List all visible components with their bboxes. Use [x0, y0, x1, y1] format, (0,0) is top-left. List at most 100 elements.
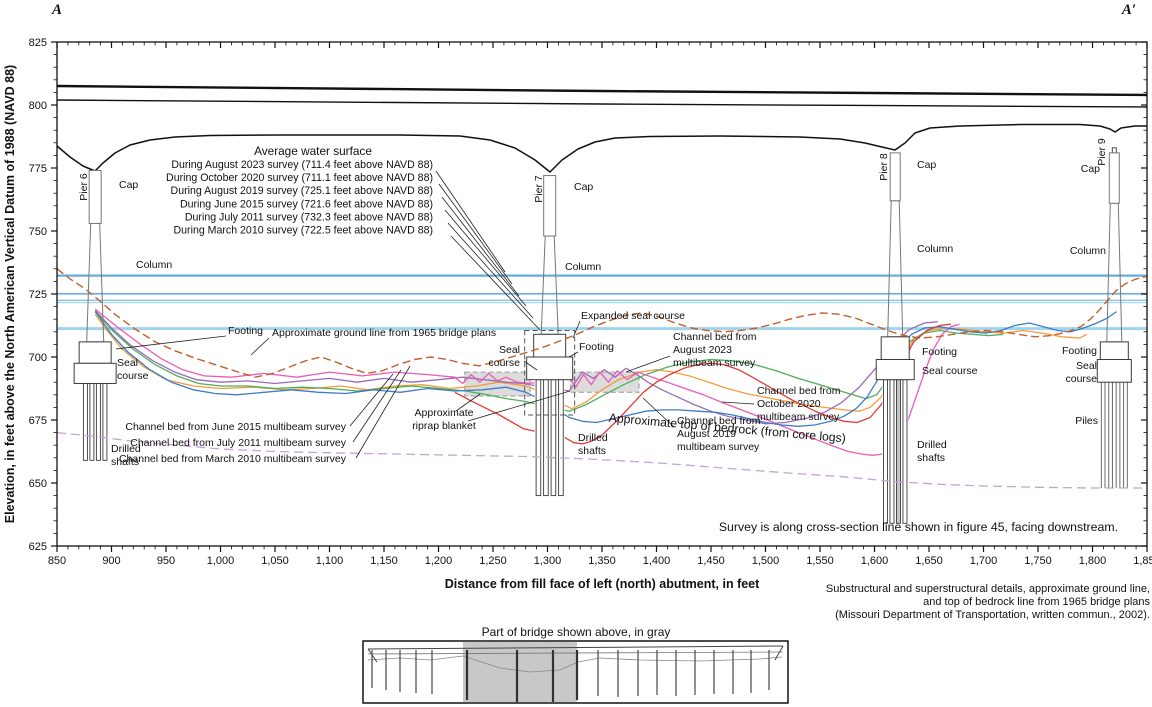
pier9-seal-label-2: course	[1065, 373, 1097, 385]
inset-title: Part of bridge shown above, in gray	[482, 625, 671, 639]
cb2010-label: Channel bed from March 2010 multibeam su…	[119, 453, 347, 465]
survey-note: Survey is along cross-section line shown…	[719, 520, 1118, 534]
riprap-label-2: riprap blanket	[412, 420, 476, 432]
leader-line	[115, 335, 227, 350]
drilled-shaft	[89, 383, 95, 461]
cb2020-label-2: October 2020	[757, 398, 821, 410]
cb2019-label-2: August 2019	[677, 428, 736, 440]
drilled-shaft	[882, 379, 888, 524]
pier6-shafts-label-1: Drilled	[111, 443, 141, 455]
leader-line	[572, 320, 581, 339]
leader-line	[355, 365, 411, 459]
y-tick-label: 800	[29, 100, 47, 112]
pier6-shafts-label-2: shafts	[111, 456, 139, 468]
leader-line	[438, 183, 513, 285]
pier-footing	[78, 341, 112, 364]
pier9-piles-label: Piles	[1075, 415, 1098, 427]
pier9-column-label: Column	[1070, 245, 1106, 257]
pier-footing	[1099, 341, 1129, 361]
drilled-shaft	[902, 379, 908, 524]
series-line-1	[56, 431, 1147, 489]
x-tick-label: 1,650	[915, 555, 943, 567]
y-tick-label: 700	[29, 352, 47, 364]
leader-line	[642, 397, 675, 428]
expanded-seal-label: Expanded seal course	[581, 310, 685, 322]
y-tick-label: 775	[29, 163, 47, 175]
water-surface-title: Average water surface	[254, 144, 372, 158]
pier-seal-course	[875, 359, 915, 381]
x-tick-label: 1,150	[370, 555, 398, 567]
x-tick-label: 1,200	[425, 555, 453, 567]
y-tick-label: 625	[29, 541, 47, 553]
cb2023-label-3: multibeam survey	[673, 357, 756, 369]
x-tick-label: 1,400	[643, 555, 671, 567]
pier-seal-course	[526, 356, 574, 381]
x-tick-label: 1,450	[697, 555, 725, 567]
riprap-label-1: Approximate	[415, 407, 474, 419]
inset-ground-line	[367, 655, 783, 673]
leader-line	[467, 390, 571, 422]
series-line-2	[94, 313, 1088, 412]
leader-line	[447, 222, 534, 319]
drilled-shaft	[543, 379, 549, 497]
cb2019-label-3: multibeam survey	[677, 441, 760, 453]
leader-line	[444, 209, 527, 307]
riprap-blanket-rect-1	[569, 371, 640, 393]
pier9-label: Pier 9	[1096, 138, 1108, 166]
section-label-a-prime: A′	[1121, 2, 1136, 18]
pier7-footing-label: Footing	[579, 341, 614, 353]
pier7-shafts-label-2: shafts	[578, 445, 606, 457]
inset-deck-top	[367, 645, 784, 650]
section-label-a: A	[51, 2, 62, 18]
pier-cap	[88, 170, 102, 224]
series-line-6	[94, 311, 1117, 427]
pier-structure-9	[1096, 147, 1132, 489]
cb2019-label-1: Channel bed from	[677, 415, 761, 427]
pier8-seal-label: Seal course	[922, 365, 978, 377]
drilled-shaft	[550, 379, 557, 497]
leader-line	[352, 369, 402, 443]
pier8-label: Pier 8	[878, 153, 890, 181]
x-tick-label: 1,600	[861, 555, 889, 567]
pier-structure-6	[73, 170, 117, 461]
pier7-column-label: Column	[565, 261, 601, 273]
pier7-shafts-label-1: Drilled	[578, 432, 608, 444]
bridge-deck-line-1	[56, 99, 1148, 108]
source-note-line-1: Substructural and superstructural detail…	[826, 583, 1150, 595]
pier6-cap-label: Cap	[119, 179, 138, 191]
pier-stem	[1111, 147, 1117, 154]
y-axis-title: Elevation, in feet above the North Ameri…	[3, 65, 17, 523]
inset-right-abutment	[774, 645, 784, 661]
x-axis-title: Distance from fill face of left (north) …	[445, 577, 760, 591]
x-tick-label: 1,250	[479, 555, 507, 567]
cb2023-label-1: Channel bed from	[673, 331, 757, 343]
series-line-0	[56, 268, 1148, 378]
pier8-shafts-label-2: shafts	[917, 452, 945, 464]
x-tick-label: 1,550	[806, 555, 834, 567]
pier7-seal-label-2: course	[488, 357, 520, 369]
drilled-shaft	[102, 383, 108, 461]
inset-highlight-region	[463, 642, 577, 702]
drilled-shaft	[895, 379, 901, 524]
leader-line	[250, 337, 270, 356]
ground-line-label: Approximate ground line from 1965 bridge…	[272, 327, 496, 339]
cb2020-label-1: Channel bed from	[757, 385, 841, 397]
cb2023-label-2: August 2023	[673, 344, 732, 356]
drilled-shaft	[889, 379, 895, 524]
pier6-seal-label-1: Seal	[117, 357, 138, 369]
pier7-seal-label-1: Seal	[499, 344, 520, 356]
water-surface-legend-entry-2: During August 2019 survey (725.1 feet ab…	[171, 185, 433, 197]
pier-structure-7	[524, 175, 576, 497]
y-tick-label: 675	[29, 415, 47, 427]
water-surface-legend-entry-0: During August 2023 survey (711.4 feet ab…	[171, 159, 433, 171]
drilled-shaft	[535, 379, 542, 497]
water-surface-legend-entry-3: During June 2015 survey (721.6 feet abov…	[180, 198, 433, 210]
pier-cap	[1108, 152, 1120, 204]
water-surface-legend-entry-5: During March 2010 survey (722.5 feet abo…	[174, 225, 433, 237]
x-tick-label: 950	[157, 555, 175, 567]
pier8-cap-label: Cap	[917, 159, 936, 171]
leader-line	[568, 351, 579, 358]
